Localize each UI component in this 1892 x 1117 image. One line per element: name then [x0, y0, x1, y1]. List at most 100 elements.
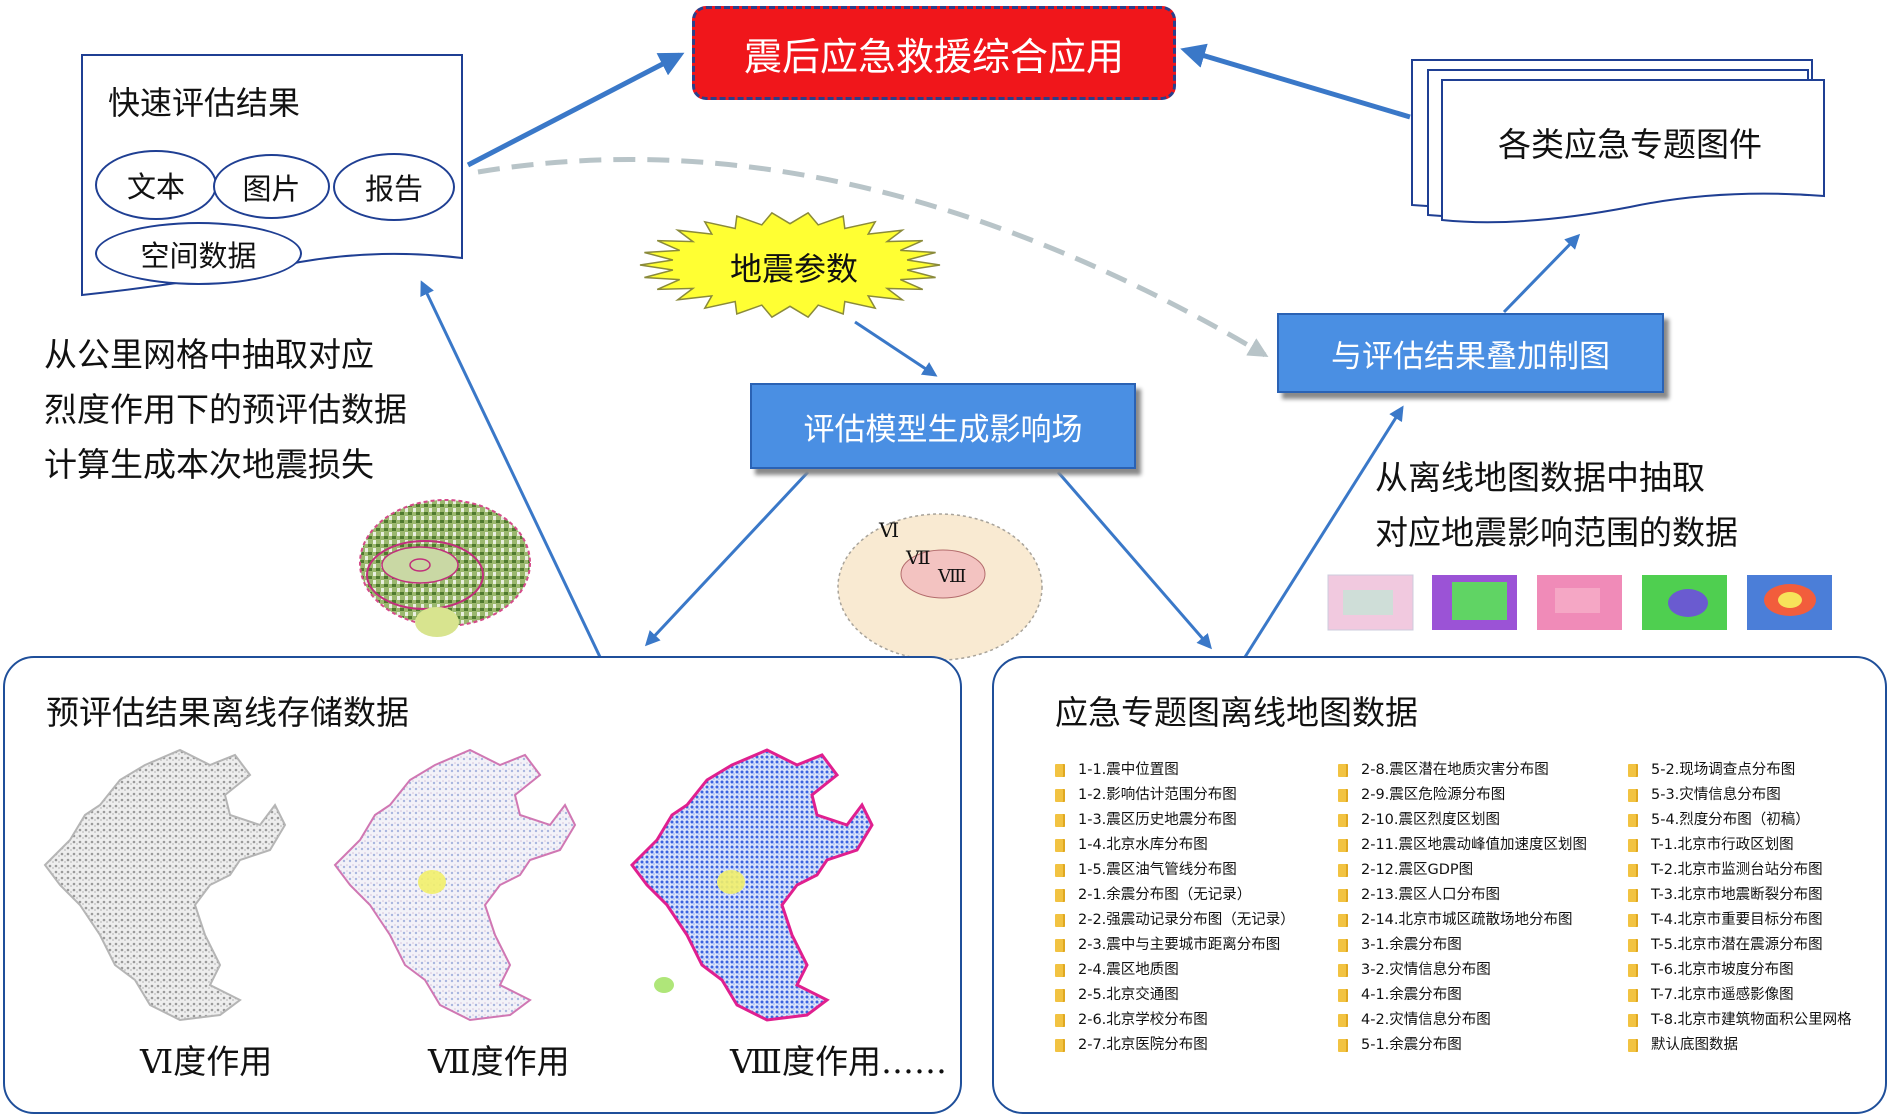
legend-item-label: T-4.北京市重要目标分布图	[1651, 912, 1823, 928]
legend-item: 2-5.北京交通图	[1055, 983, 1295, 1008]
earthquake-burst	[639, 211, 941, 319]
legend-item-label: 1-2.影响估计范围分布图	[1078, 787, 1237, 803]
folder-icon	[1338, 789, 1348, 802]
legend-item: 1-1.震中位置图	[1055, 758, 1295, 783]
legend-item: 5-4.烈度分布图（初稿）	[1628, 808, 1852, 833]
legend-item: 3-1.余震分布图	[1338, 933, 1587, 958]
folder-icon	[1628, 939, 1638, 952]
folder-icon	[1055, 989, 1065, 1002]
folder-icon	[1338, 914, 1348, 927]
legend-item-label: 2-10.震区烈度区划图	[1361, 812, 1501, 828]
legend-item: 2-6.北京学校分布图	[1055, 1008, 1295, 1033]
legend-column-1: 1-1.震中位置图 1-2.影响估计范围分布图 1-3.震区历史地震分布图 1-4.北…	[1055, 758, 1295, 1058]
folder-icon	[1628, 764, 1638, 777]
folder-icon	[1628, 989, 1638, 1002]
legend-item: T-1.北京市行政区划图	[1628, 833, 1852, 858]
legend-item-label: 1-4.北京水库分布图	[1078, 837, 1208, 853]
oval-image: 图片	[213, 154, 330, 219]
folder-icon	[1055, 939, 1065, 952]
folder-icon	[1628, 789, 1638, 802]
folder-icon	[1338, 864, 1348, 877]
legend-item: 2-10.震区烈度区划图	[1338, 808, 1587, 833]
folder-icon	[1338, 989, 1348, 1002]
pre-eval-panel-title: 预评估结果离线存储数据	[46, 693, 409, 732]
legend-item-label: 3-2.灾情信息分布图	[1361, 962, 1491, 978]
folder-icon	[1338, 1039, 1348, 1052]
legend-item-label: 5-1.余震分布图	[1361, 1037, 1462, 1053]
folder-icon	[1055, 1014, 1065, 1027]
map-label-intensity-6: Ⅵ度作用	[140, 1042, 273, 1081]
left-note: 从公里网格中抽取对应 烈度作用下的预评估数据 计算生成本次地震损失	[44, 327, 407, 492]
intensity-label-7: Ⅶ	[906, 547, 931, 569]
quick-results-title: 快速评估结果	[108, 84, 301, 122]
legend-item: 3-2.灾情信息分布图	[1338, 958, 1587, 983]
legend-item: 默认底图数据	[1628, 1033, 1852, 1058]
oval-text: 文本	[95, 150, 217, 220]
folder-icon	[1338, 839, 1348, 852]
legend-item: 1-4.北京水库分布图	[1055, 833, 1295, 858]
folder-icon	[1338, 764, 1348, 777]
legend-item-label: 2-12.震区GDP图	[1361, 862, 1474, 878]
folder-icon	[1055, 889, 1065, 902]
legend-item: T-4.北京市重要目标分布图	[1628, 908, 1852, 933]
folder-icon	[1338, 889, 1348, 902]
legend-item-label: 默认底图数据	[1651, 1037, 1738, 1053]
folder-icon	[1338, 1014, 1348, 1027]
map-intensity-8	[630, 748, 874, 1022]
overlay-box: 与评估结果叠加制图	[1277, 313, 1664, 393]
legend-item-label: 3-1.余震分布图	[1361, 937, 1462, 953]
legend-item-label: 1-5.震区油气管线分布图	[1078, 862, 1237, 878]
legend-column-2: 2-8.震区潜在地质灾害分布图 2-9.震区危险源分布图 2-10.震区烈度区划图 2…	[1338, 758, 1587, 1058]
legend-item: 4-2.灾情信息分布图	[1338, 1008, 1587, 1033]
left-note-line: 从公里网格中抽取对应	[44, 335, 374, 374]
legend-item: T-6.北京市坡度分布图	[1628, 958, 1852, 983]
folder-icon	[1628, 864, 1638, 877]
legend-item: 2-4.震区地质图	[1055, 958, 1295, 983]
legend-item: 2-9.震区危险源分布图	[1338, 783, 1587, 808]
legend-item: 5-1.余震分布图	[1338, 1033, 1587, 1058]
legend-item: 2-12.震区GDP图	[1338, 858, 1587, 883]
legend-item: 2-1.余震分布图（无记录）	[1055, 883, 1295, 908]
map-label-intensity-8: Ⅷ度作用……	[730, 1042, 947, 1081]
left-note-line: 计算生成本次地震损失	[44, 445, 374, 484]
oval-spatial-data: 空间数据	[95, 222, 302, 285]
folder-icon	[1338, 939, 1348, 952]
legend-item-label: T-1.北京市行政区划图	[1651, 837, 1794, 853]
right-note-line: 从离线地图数据中抽取	[1375, 458, 1705, 497]
intensity-label-8: Ⅷ	[938, 566, 967, 587]
earthquake-params-label: 地震参数	[729, 250, 858, 288]
legend-item: T-7.北京市遥感影像图	[1628, 983, 1852, 1008]
folder-icon	[1055, 964, 1065, 977]
folder-icon	[1628, 889, 1638, 902]
legend-item-label: T-2.北京市监测台站分布图	[1651, 862, 1823, 878]
legend-item: 2-11.震区地震动峰值加速度区划图	[1338, 833, 1587, 858]
legend-item: T-5.北京市潜在震源分布图	[1628, 933, 1852, 958]
legend-item-label: 2-1.余震分布图（无记录）	[1078, 887, 1252, 903]
legend-item-label: 2-14.北京市城区疏散场地分布图	[1361, 912, 1573, 928]
legend-item-label: 2-9.震区危险源分布图	[1361, 787, 1506, 803]
legend-item-label: 5-2.现场调查点分布图	[1651, 762, 1796, 778]
legend-item: 2-3.震中与主要城市距离分布图	[1055, 933, 1295, 958]
folder-icon	[1055, 814, 1065, 827]
legend-item-label: 2-6.北京学校分布图	[1078, 1012, 1208, 1028]
title-text: 震后应急救援综合应用	[743, 34, 1124, 79]
legend-item: 1-5.震区油气管线分布图	[1055, 858, 1295, 883]
legend-item-label: T-7.北京市遥感影像图	[1651, 987, 1794, 1003]
legend-item-label: 2-8.震区潜在地质灾害分布图	[1361, 762, 1549, 778]
legend-item-label: T-3.北京市地震断裂分布图	[1651, 887, 1823, 903]
legend-item: 2-14.北京市城区疏散场地分布图	[1338, 908, 1587, 933]
legend-item-label: 2-11.震区地震动峰值加速度区划图	[1361, 837, 1588, 853]
left-note-line: 烈度作用下的预评估数据	[44, 390, 407, 429]
legend-item: 4-1.余震分布图	[1338, 983, 1587, 1008]
legend-item: 2-13.震区人口分布图	[1338, 883, 1587, 908]
folder-icon	[1628, 964, 1638, 977]
folder-icon	[1055, 864, 1065, 877]
legend-item-label: 1-1.震中位置图	[1078, 762, 1179, 778]
legend-item-label: 1-3.震区历史地震分布图	[1078, 812, 1237, 828]
legend-item: 1-3.震区历史地震分布图	[1055, 808, 1295, 833]
oval-report: 报告	[333, 153, 455, 221]
map-intensity-7	[333, 748, 577, 1022]
legend-item-label: 2-7.北京医院分布图	[1078, 1037, 1208, 1053]
emergency-panel-title: 应急专题图离线地图数据	[1055, 693, 1418, 732]
